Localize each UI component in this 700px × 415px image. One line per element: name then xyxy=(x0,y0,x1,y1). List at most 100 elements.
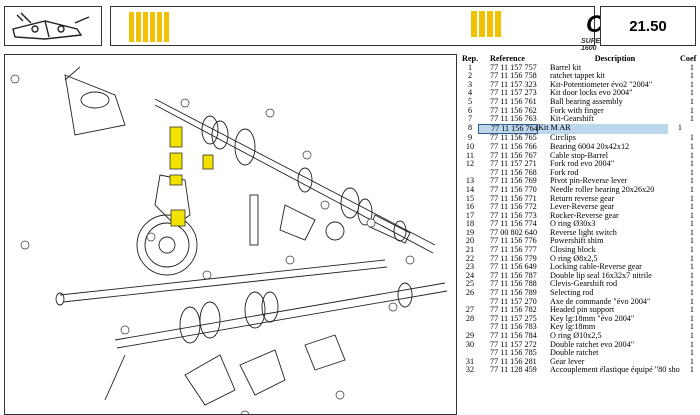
description-cell: ratchet tappet kit xyxy=(550,72,606,81)
description-cell: Double ratchet evo 2004" xyxy=(550,340,635,349)
gearbox-icon xyxy=(12,12,90,40)
reference-cell: 77 11 156 769 xyxy=(490,176,537,186)
coef-cell: 1 xyxy=(689,167,694,177)
coef-cell: 1 xyxy=(689,296,694,306)
coef-cell: 1 xyxy=(689,62,694,72)
reference-cell: 77 11 157 270 xyxy=(490,296,537,306)
coef-cell: 1 xyxy=(689,339,694,349)
rep-cell: 26 xyxy=(465,288,475,298)
description-cell: Headed pin support xyxy=(550,306,615,315)
col-description: Description xyxy=(594,55,636,63)
description-cell: O ring Ø8x2,5 xyxy=(550,254,598,263)
coef-cell: 1 xyxy=(689,71,694,81)
rep-cell: 17 xyxy=(465,210,475,220)
rep-cell: 19 xyxy=(465,227,475,237)
coef-cell: 1 xyxy=(689,114,694,124)
coef-cell: 1 xyxy=(689,219,694,229)
model-name: SUPER 1600 xyxy=(581,38,606,52)
rep-cell: 4 xyxy=(467,88,473,98)
reference-cell: 77 00 802 640 xyxy=(490,227,538,237)
description-cell: O ring Ø10x2,5 xyxy=(550,332,602,340)
description-cell: Kit door locks evo 2004" xyxy=(550,89,633,98)
reference-cell: 77 11 157 757 xyxy=(490,62,537,72)
col-rep: Rep. xyxy=(462,54,479,63)
coef-cell: 1 xyxy=(689,279,694,289)
reference-cell: 77 11 157 273 xyxy=(490,88,537,98)
rep-cell: 21 xyxy=(465,245,475,255)
rep-cell: 1 xyxy=(467,62,473,72)
reference-cell: 77 11 156 788 xyxy=(490,279,537,289)
description-cell: Cable stop-Barrel xyxy=(550,151,608,160)
description-cell: Kit-Potentiometer évo2 "2004" xyxy=(550,80,653,89)
coef-cell: 1 xyxy=(689,262,694,272)
reference-cell: 77 11 156 766 xyxy=(490,141,537,151)
coef-cell: 1 xyxy=(689,141,694,151)
coef-cell: 1 xyxy=(689,202,694,212)
coef-cell: 1 xyxy=(689,176,694,186)
rep-cell: 25 xyxy=(465,279,475,289)
rep-cell: 11 xyxy=(466,150,474,160)
description-cell: Fork rod xyxy=(550,168,579,177)
rep-cell: 2 xyxy=(467,71,473,81)
exploded-diagram xyxy=(4,54,457,415)
col-reference: Reference xyxy=(490,54,525,63)
description-cell: O ring Ø30x3 xyxy=(550,220,596,229)
coef-cell: 1 xyxy=(689,236,694,246)
description-cell: Needle roller bearing 20x26x20 xyxy=(550,185,655,194)
table-row[interactable]: 25 77 11 156 788 Clevis-Gearshift rod 1 xyxy=(462,280,698,289)
description-cell: Circlips xyxy=(550,134,576,143)
reference-cell: 77 11 156 789 xyxy=(490,288,537,298)
coef-cell: 1 xyxy=(689,288,694,298)
coef-cell: 1 xyxy=(689,210,694,220)
rep-cell: 32 xyxy=(465,365,475,375)
brand-stripes-icon xyxy=(471,11,501,37)
rep-cell: 5 xyxy=(467,96,473,106)
coef-cell: 1 xyxy=(689,193,694,203)
description-cell: Kit M AR xyxy=(538,123,668,135)
rep-cell: 24 xyxy=(465,270,475,280)
reference-cell: 77 11 156 764 xyxy=(478,123,538,135)
reference-cell: 77 11 156 785 xyxy=(490,348,537,358)
rep-cell: 22 xyxy=(465,253,475,263)
description-cell: Double ratchet xyxy=(550,349,599,358)
reference-cell: 77 11 156 774 xyxy=(490,219,537,229)
description-cell: Clevis-Gearshift rod xyxy=(550,280,618,289)
rep-cell: 31 xyxy=(465,356,475,366)
